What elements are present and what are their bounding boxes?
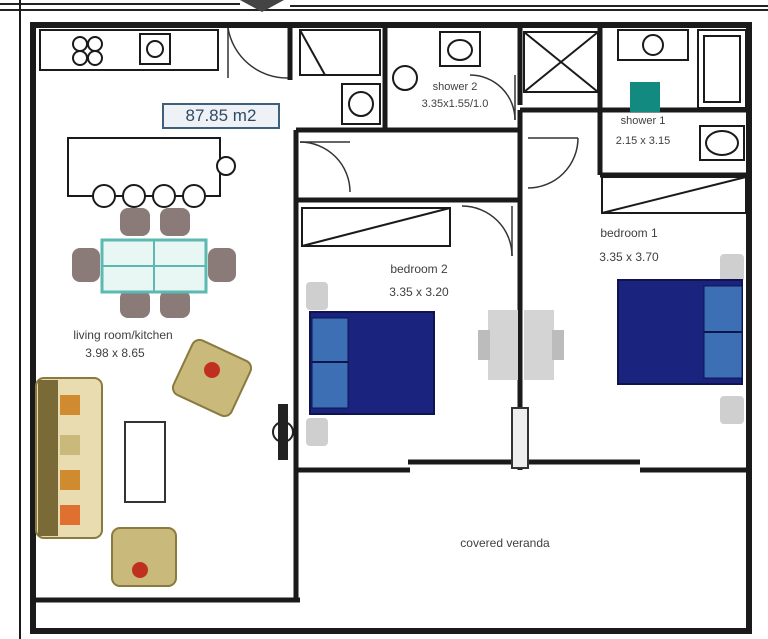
top-diamond-icon [240,0,284,12]
shower1-fixtures [617,29,747,161]
room-name-bedroom-2: bedroom 2 [390,262,448,276]
tv-unit [272,404,294,460]
room-name-shower-2: shower 2 [432,81,478,93]
accessible-sign-icon [630,82,660,112]
exterior-walls [19,0,752,639]
wardrobes [299,29,747,247]
desks [478,310,564,469]
armchairs [111,338,253,587]
coffee-table [124,421,166,503]
room-size-living: 3.98 x 8.65 [85,346,145,360]
dining-set [72,208,236,318]
room-name-veranda: covered veranda [460,536,550,550]
sofa [35,377,103,539]
kitchen-island [67,137,236,208]
room-size-shower-1: 2.15 x 3.15 [615,135,671,147]
room-name-living: living room/kitchen [73,328,173,342]
bed-bedroom-2 [306,282,435,446]
room-name-shower-1: shower 1 [620,115,666,127]
shower2-fixtures [341,31,599,125]
room-size-bedroom-1: 3.35 x 3.70 [599,250,659,264]
room-size-shower-2: 3.35x1.55/1.0 [421,98,489,110]
top-edge-lines [0,3,768,11]
room-size-bedroom-2: 3.35 x 3.20 [389,285,449,299]
total-area-label: 87.85 m2 [162,103,280,129]
bed-bedroom-1 [617,254,744,424]
room-name-bedroom-1: bedroom 1 [600,226,658,240]
kitchen-counter [39,29,219,71]
doors [227,27,579,257]
